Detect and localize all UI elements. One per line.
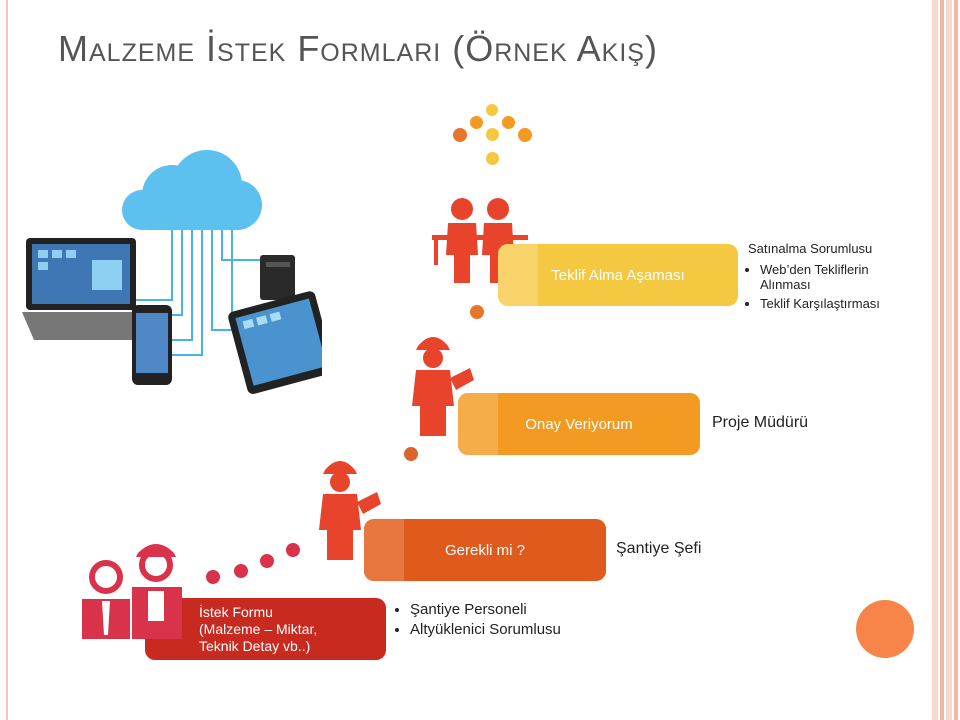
role-satinalma: Satınalma Sorumlusu Web’den Tekliflerin … (748, 241, 900, 311)
dot (470, 116, 483, 129)
slide-title: Malzeme İstek Formları (Örnek Akış) (58, 28, 658, 69)
role-items: Şantiye Personeli Altyüklenici Sorumlusu (398, 600, 561, 640)
flow-dot (286, 543, 300, 557)
construction-worker-icon (319, 461, 381, 560)
decorative-circle (856, 600, 914, 658)
dot (486, 152, 499, 165)
role-santiye-personel: Şantiye Personeli Altyüklenici Sorumlusu (398, 600, 561, 640)
frame-line (6, 0, 8, 720)
flow-dot (206, 570, 220, 584)
person-icon (82, 544, 182, 639)
box-accent (364, 519, 404, 581)
dot (518, 128, 532, 142)
step-teklif-alma: Teklif Alma Aşaması (498, 244, 738, 306)
role-item: Web’den Tekliflerin Alınması (760, 262, 900, 292)
dot (486, 128, 499, 141)
dot (502, 116, 515, 129)
dot (453, 128, 467, 142)
step-onay: Onay Veriyorum (458, 393, 700, 455)
flow-dot (470, 305, 484, 319)
construction-worker-icon (412, 337, 474, 436)
role-item: Şantiye Personeli (410, 600, 561, 620)
step-istek-formu: İstek Formu (Malzeme – Miktar, Teknik De… (145, 598, 386, 660)
role-item: Altyüklenici Sorumlusu (410, 620, 561, 640)
role-proje-muduru: Proje Müdürü (712, 414, 809, 431)
dot (486, 104, 498, 116)
step-label: Gerekli mi ? (444, 541, 526, 559)
flow-dot (404, 447, 418, 461)
box-accent (498, 244, 538, 306)
box-accent (458, 393, 498, 455)
role-heading: Satınalma Sorumlusu (748, 241, 873, 256)
cloud-network-icon (22, 150, 322, 394)
step-label: Onay Veriyorum (525, 415, 633, 433)
role-item: Teklif Karşılaştırması (760, 296, 900, 311)
step-label: İstek Formu (Malzeme – Miktar, Teknik De… (199, 603, 318, 654)
decorative-stripes (932, 0, 960, 720)
flow-dot (234, 564, 248, 578)
flow-dot (260, 554, 274, 568)
role-items: Web’den Tekliflerin Alınması Teklif Karş… (748, 262, 900, 311)
step-label: Teklif Alma Aşaması (551, 266, 685, 284)
role-santiye-sefi: Şantiye Şefi (616, 540, 702, 557)
step-gerekli: Gerekli mi ? (364, 519, 606, 581)
